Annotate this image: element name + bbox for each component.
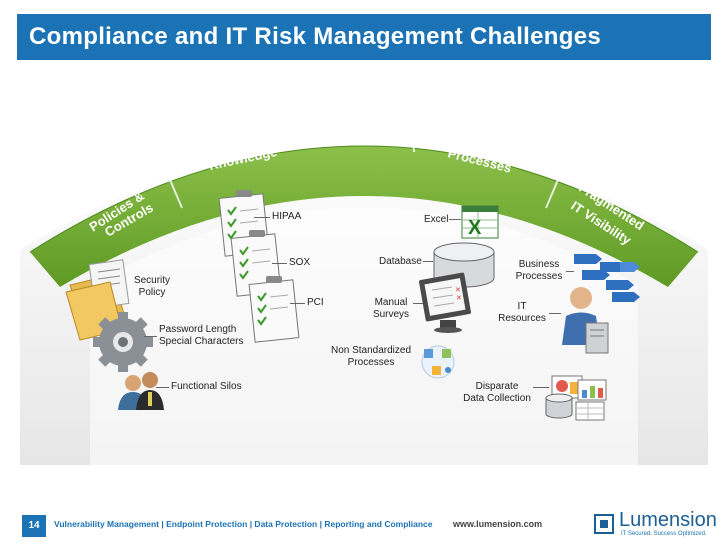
svg-text:✕: ✕ xyxy=(455,286,461,294)
gear-icon xyxy=(93,312,153,372)
svg-text:X: X xyxy=(468,217,482,239)
page-title: Compliance and IT Risk Management Challe… xyxy=(17,14,711,60)
data-collection-icon xyxy=(545,375,607,421)
brand-name: Lumension xyxy=(619,509,717,531)
business-processes-icon xyxy=(574,254,640,302)
business-person-icon xyxy=(562,287,609,354)
checklist-icon xyxy=(218,190,300,343)
process-flow-icon xyxy=(421,345,455,379)
page-number: 14 xyxy=(22,515,46,537)
people-icon xyxy=(118,372,164,410)
label-excel: Excel xyxy=(424,214,449,225)
label-functional-silos: Functional Silos xyxy=(171,381,242,392)
label-pci: PCI xyxy=(307,297,324,308)
excel-icon: X xyxy=(461,205,499,239)
footer-url[interactable]: www.lumension.com xyxy=(453,519,543,529)
lumension-logo-icon xyxy=(594,514,614,534)
label-database: Database xyxy=(379,256,422,267)
label-hipaa: HIPAA xyxy=(272,211,302,222)
label-sox: SOX xyxy=(289,257,311,268)
brand-tagline: IT Secured. Success Optimized. xyxy=(621,531,707,537)
svg-text:✕: ✕ xyxy=(456,294,462,302)
footer-tagline: Vulnerability Management | Endpoint Prot… xyxy=(54,519,433,529)
survey-icon: ✕✕ xyxy=(419,272,471,333)
